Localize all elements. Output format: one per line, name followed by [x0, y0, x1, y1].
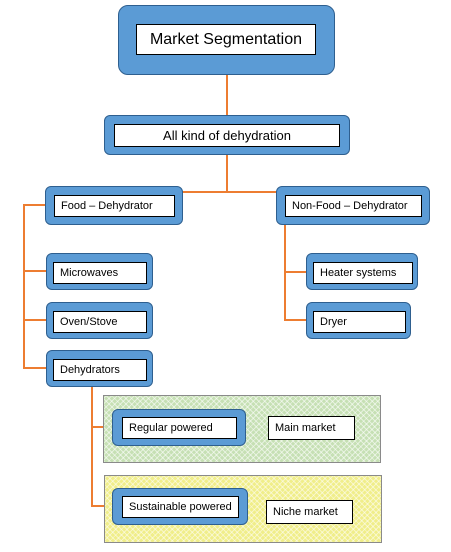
microwaves-label: Microwaves — [53, 262, 147, 284]
market-segmentation-node: Market Segmentation — [118, 5, 335, 75]
dryer-node: Dryer — [306, 302, 411, 339]
microwaves-node: Microwaves — [46, 253, 153, 290]
all-dehydration-node: All kind of dehydration — [104, 115, 350, 155]
connector-food-children — [23, 204, 46, 369]
heater-systems-label: Heater systems — [313, 262, 413, 284]
niche-market-label: Niche market — [266, 500, 353, 524]
heater-systems-node: Heater systems — [306, 253, 418, 290]
regular-powered-node: Regular powered — [112, 409, 246, 446]
dryer-label: Dryer — [313, 311, 406, 333]
nonfood-dehydrator-label: Non-Food – Dehydrator — [285, 195, 422, 217]
nonfood-dehydrator-node: Non-Food – Dehydrator — [276, 186, 430, 225]
sustainable-powered-label: Sustainable powered — [122, 496, 239, 518]
market-segmentation-label: Market Segmentation — [136, 24, 316, 55]
food-dehydrator-label: Food – Dehydrator — [54, 195, 175, 217]
sustainable-powered-node: Sustainable powered — [112, 488, 248, 525]
all-dehydration-label: All kind of dehydration — [114, 124, 340, 147]
main-market-label: Main market — [268, 416, 355, 440]
food-dehydrator-node: Food – Dehydrator — [45, 186, 183, 225]
oven-stove-label: Oven/Stove — [53, 311, 147, 333]
oven-stove-node: Oven/Stove — [46, 302, 153, 339]
dehydrators-node: Dehydrators — [46, 350, 153, 387]
regular-powered-label: Regular powered — [122, 417, 237, 439]
connector-nonfood-children — [284, 224, 306, 321]
dehydrators-label: Dehydrators — [53, 359, 147, 381]
